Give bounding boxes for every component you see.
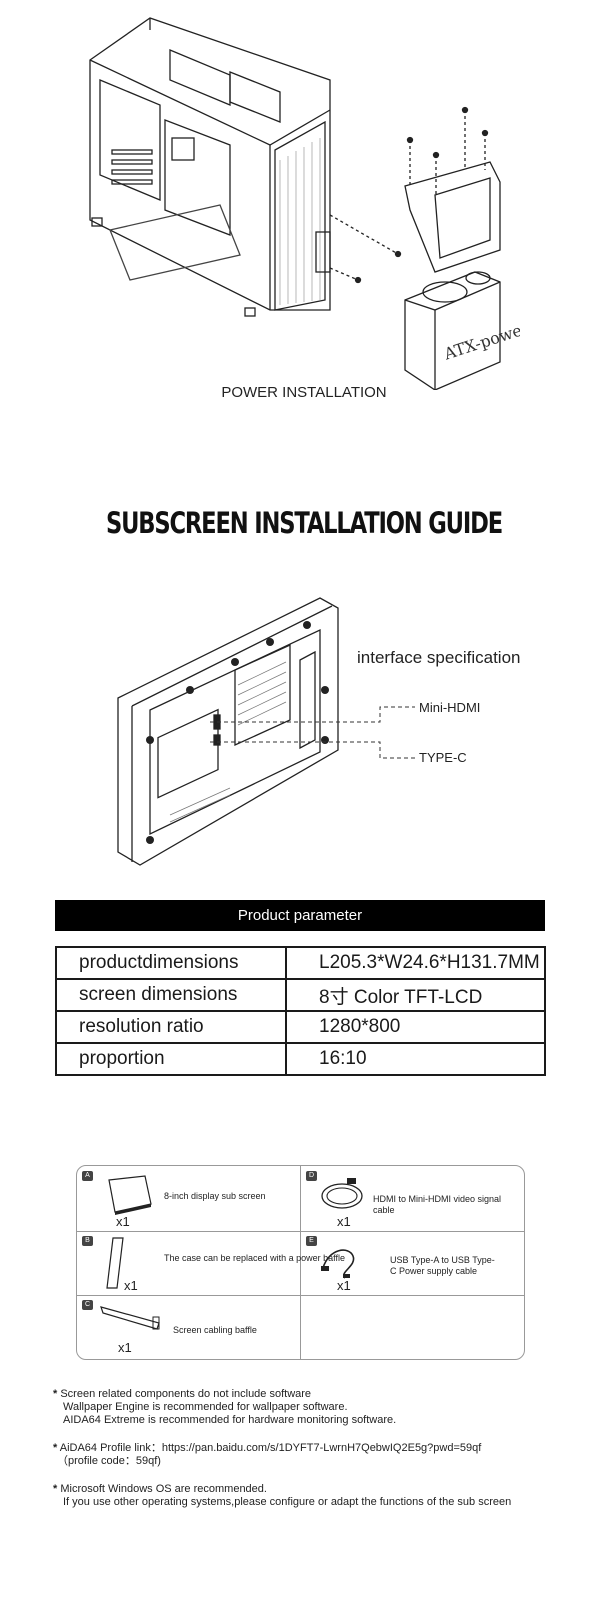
accessory-quantity: x1 xyxy=(124,1278,138,1293)
table-row: productdimensions L205.3*W24.6*H131.7MM xyxy=(55,946,546,980)
table-row: proportion 16:10 xyxy=(55,1042,546,1076)
accessory-badge: E xyxy=(306,1236,317,1246)
divider xyxy=(77,1231,524,1232)
table-row: screen dimensions 8寸 Color TFT-LCD xyxy=(55,978,546,1012)
note-line: （profile code：59qf) xyxy=(57,1455,161,1467)
param-value: 16:10 xyxy=(285,1042,546,1076)
power-baffle-icon xyxy=(106,1237,124,1289)
usb-cable-icon xyxy=(321,1249,355,1279)
note-line: AIDA64 Extreme is recommended for hardwa… xyxy=(63,1414,397,1426)
accessory-description: USB Type-A to USB Type-C Power supply ca… xyxy=(390,1255,495,1276)
cabling-baffle-icon xyxy=(100,1306,160,1330)
port-leader-lines xyxy=(210,706,415,759)
subscreen-guide-title: SUBSCREEN INSTALLATION GUIDE xyxy=(105,506,503,540)
bullet-star-icon: * xyxy=(53,1442,58,1454)
port-label-type-c: TYPE-C xyxy=(419,750,467,765)
note-line: Screen related components do not include… xyxy=(60,1388,312,1400)
note-software: * Screen related components do not inclu… xyxy=(53,1388,396,1427)
accessory-description: Screen cabling baffle xyxy=(173,1325,257,1335)
accessory-quantity: x1 xyxy=(116,1214,130,1229)
accessory-badge: A xyxy=(82,1171,93,1181)
bullet-star-icon: * xyxy=(53,1483,58,1495)
divider xyxy=(300,1166,301,1359)
accessory-badge: D xyxy=(306,1171,317,1181)
accessory-quantity: x1 xyxy=(337,1214,351,1229)
note-line: Microsoft Windows OS are recommended. xyxy=(60,1483,267,1495)
accessory-quantity: x1 xyxy=(337,1278,351,1293)
param-value: 1280*800 xyxy=(285,1010,546,1044)
note-aida64-link: * AiDA64 Profile link：https://pan.baidu.… xyxy=(53,1442,481,1468)
product-parameter-table: productdimensions L205.3*W24.6*H131.7MM … xyxy=(55,946,546,1076)
note-line: AiDA64 Profile link：https://pan.baidu.co… xyxy=(59,1442,482,1454)
table-row: resolution ratio 1280*800 xyxy=(55,1010,546,1044)
note-line: If you use other operating systems,pleas… xyxy=(63,1496,512,1508)
param-value: 8寸 Color TFT-LCD xyxy=(285,978,546,1012)
accessory-description: The case can be replaced with a power ba… xyxy=(164,1253,345,1263)
param-key: resolution ratio xyxy=(55,1010,287,1044)
port-label-mini-hdmi: Mini-HDMI xyxy=(419,700,481,715)
power-installation-caption: POWER INSTALLATION xyxy=(221,384,387,401)
product-parameter-header: Product parameter xyxy=(55,900,545,931)
param-key: proportion xyxy=(55,1042,287,1076)
accessory-description: 8-inch display sub screen xyxy=(164,1191,266,1201)
accessory-quantity: x1 xyxy=(118,1340,132,1355)
note-os: * Microsoft Windows OS are recommended. … xyxy=(53,1483,511,1509)
accessory-badge: B xyxy=(82,1236,93,1246)
accessories-list: A 8-inch display sub screen x1 B The cas… xyxy=(76,1165,525,1360)
note-line: Wallpaper Engine is recommended for wall… xyxy=(63,1401,348,1413)
accessory-badge: C xyxy=(82,1300,93,1310)
divider xyxy=(77,1295,524,1296)
interface-spec-title: interface specification xyxy=(357,648,521,667)
bullet-star-icon: * xyxy=(53,1388,58,1400)
param-key: screen dimensions xyxy=(55,978,287,1012)
param-value: L205.3*W24.6*H131.7MM xyxy=(285,946,546,980)
power-installation-illustration: ATX-power xyxy=(89,17,520,390)
param-key: productdimensions xyxy=(55,946,287,980)
accessory-description: HDMI to Mini-HDMI video signal cable xyxy=(373,1194,502,1215)
display-screen-icon xyxy=(108,1175,152,1215)
hdmi-cable-icon xyxy=(321,1178,363,1209)
